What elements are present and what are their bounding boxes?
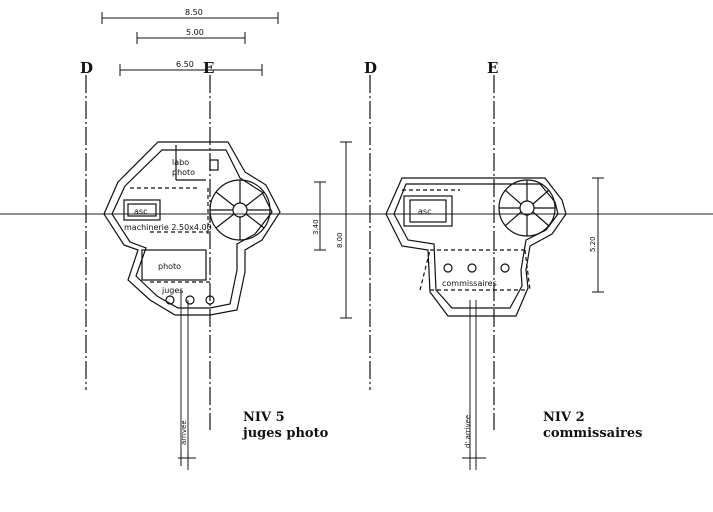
level5-juges-label: juges [161, 286, 183, 295]
level5-labo-label: labo [172, 158, 189, 167]
dim-340: 3.40 [312, 219, 320, 235]
grid-label-e-right: E [487, 59, 498, 77]
level5-asc-label: asc [134, 207, 147, 216]
grid-label-e-left: E [203, 59, 214, 77]
level2-asc [403, 195, 453, 227]
level2-commissaires-label: commissaires [442, 279, 497, 288]
vertical-dimensions [314, 141, 604, 319]
dim-520: 5.20 [589, 236, 597, 252]
dim-650: 6.50 [176, 60, 194, 69]
level5-outline [103, 141, 281, 316]
grid-label-d-right: D [364, 59, 377, 77]
plan-level-2 [385, 177, 567, 317]
dim-800: 8.00 [336, 232, 344, 248]
level5-photo-top-label: photo [172, 168, 195, 177]
dim-500: 5.00 [186, 28, 204, 37]
level5-asc [123, 199, 161, 221]
arrival-marks [178, 452, 486, 466]
grid-axes [85, 75, 495, 430]
level2-outline [385, 177, 567, 317]
level2-arrival-label: d' arrivee [464, 415, 472, 448]
level5-photo-room [141, 249, 207, 281]
level2-asc-label: asc [418, 207, 431, 216]
plan-level-5 [103, 141, 281, 316]
level5-title: NIV 5 [243, 410, 285, 425]
level5-machinerie-label: machinerie 2.50x4.00 [124, 223, 212, 232]
dim-850: 8.50 [185, 8, 203, 17]
level5-subtitle: juges photo [242, 426, 329, 441]
level5-arrival-label: arrivee [180, 420, 188, 445]
level5-photo-label: photo [158, 262, 181, 271]
level2-title: NIV 2 [543, 410, 585, 425]
top-dimensions [101, 12, 279, 76]
level2-subtitle: commissaires [543, 426, 642, 441]
grid-label-d-left: D [80, 59, 93, 77]
